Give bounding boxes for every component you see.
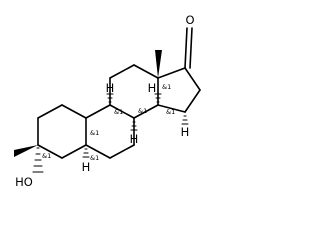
- c8-hydrogen-label: H: [148, 81, 157, 95]
- stereo-label-c8: &1: [138, 107, 147, 115]
- c9-hydrogen-hashed-bond: [130, 121, 138, 131]
- c3-methyl-wedge-bond: [14, 145, 38, 157]
- stereo-label-c5: &1: [90, 154, 99, 162]
- c14-hydrogen-hashed-bond: [181, 115, 189, 125]
- ring-a-bonds: [37, 104, 87, 159]
- keto-oxygen-label: O: [185, 13, 194, 27]
- stereo-label-c10: &1: [114, 108, 123, 116]
- c9-hydrogen-label: H: [130, 132, 139, 146]
- c14-hydrogen-label: H: [181, 125, 190, 139]
- c10-hydrogen-hashed-bond: [106, 93, 114, 103]
- c8-hydrogen-hashed-bond: [154, 93, 162, 103]
- stereo-label-c14: &1: [166, 108, 175, 116]
- hydroxyl-label: HO: [15, 175, 33, 189]
- steroid-structure-diagram: O HO H H H H H: [14, 13, 201, 189]
- c5-hydrogen-hashed-bond: [82, 148, 90, 158]
- stereo-label-c3: &1: [42, 152, 51, 160]
- ketone-double-bond: [184, 27, 193, 69]
- c10-hydrogen-label: H: [106, 81, 115, 95]
- ring-c-bonds: [109, 64, 159, 119]
- c13-methyl-wedge-bond: [155, 50, 162, 78]
- ring-d-bonds: [157, 67, 201, 113]
- c3-hydroxyl-hashed-bond: [32, 147, 44, 173]
- c5-hydrogen-label: H: [82, 160, 91, 174]
- stereo-label-c9: &1: [90, 129, 99, 137]
- stereo-label-c13: &1: [162, 83, 171, 91]
